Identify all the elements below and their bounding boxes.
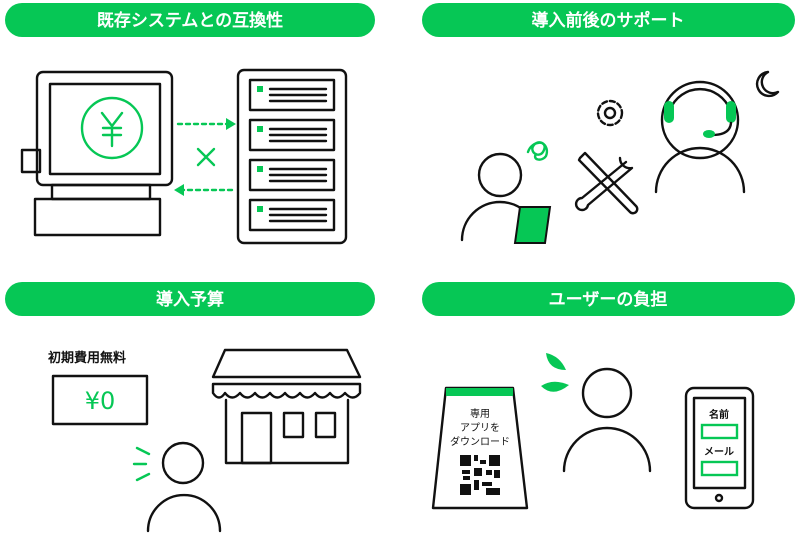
pos-terminal-icon: [20, 70, 174, 237]
stand-text: ダウンロード: [450, 435, 510, 448]
server-rack-icon: [236, 68, 348, 245]
panel-title: 既存システムとの互換性: [97, 10, 283, 31]
form-label-name: 名前: [709, 408, 729, 421]
support-agent-icon: [654, 80, 746, 194]
stand-text: アプリを: [460, 422, 500, 434]
panel-title: 導入予算: [156, 289, 224, 310]
form-label-email: メール: [704, 446, 734, 458]
gear-icon: [596, 99, 624, 127]
tools-icon: [574, 151, 639, 215]
panel-header-support: 導入前後のサポート: [422, 3, 795, 37]
qr-code-icon: [460, 455, 500, 495]
panel-title: ユーザーの負担: [549, 290, 668, 310]
user-person-icon: [460, 152, 552, 244]
smartphone-form-icon: 名前 メール: [684, 386, 755, 510]
confusion-scribble-icon: [526, 141, 549, 161]
panel-title: 導入前後のサポート: [532, 10, 685, 31]
store-icon: [211, 348, 362, 465]
stand-text: 専用: [470, 408, 490, 420]
happy-person-icon: [132, 441, 222, 533]
panel-header-budget: 導入予算: [5, 282, 375, 316]
panel-header-compatibility: 既存システムとの互換性: [5, 3, 375, 37]
initial-cost-free-label: 初期費用無料: [48, 350, 126, 366]
panel-header-user-burden: ユーザーの負担: [422, 282, 795, 316]
price-tag: ¥0: [51, 374, 149, 426]
app-download-stand: 専用 アプリを ダウンロード: [431, 386, 529, 510]
sync-arrows-icon: [174, 118, 236, 196]
price-value: ¥0: [85, 387, 116, 415]
moon-icon: [755, 70, 780, 98]
worried-person-icon: [541, 353, 652, 473]
